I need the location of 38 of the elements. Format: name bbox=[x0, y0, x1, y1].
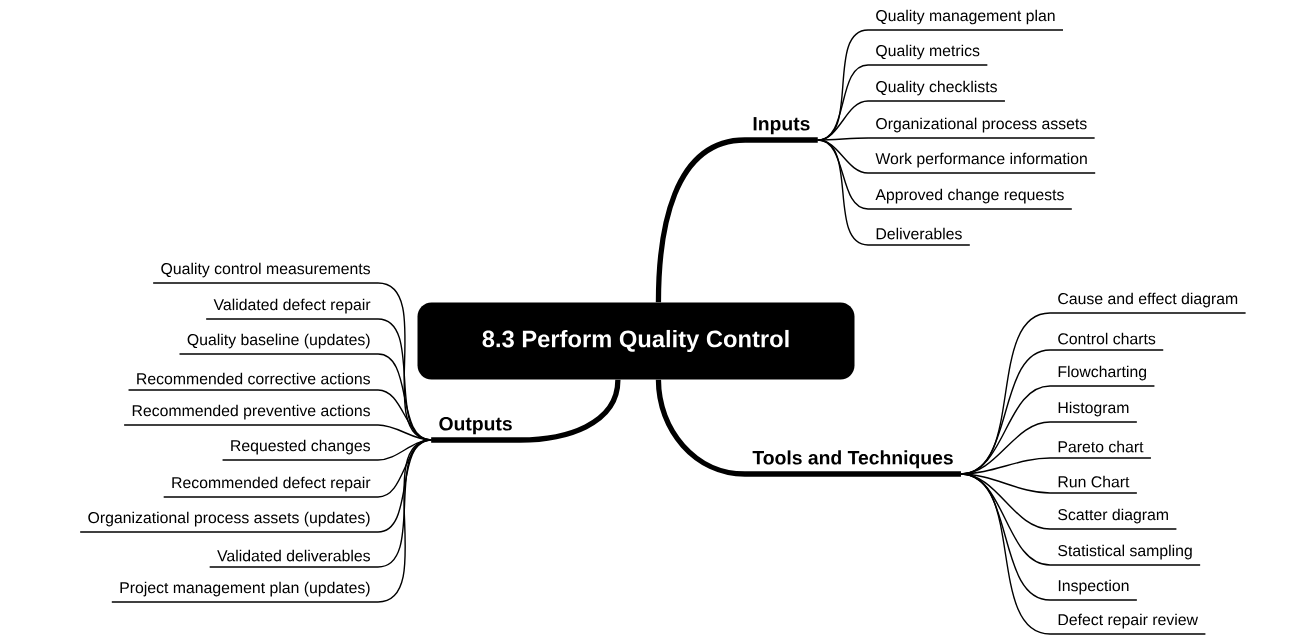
branch-line bbox=[960, 473, 1051, 635]
subtopic-label: Quality metrics bbox=[867, 44, 989, 66]
subtopic-label: Quality baseline (updates) bbox=[178, 333, 379, 355]
branch-line bbox=[817, 139, 869, 246]
subtopic-label: Recommended defect repair bbox=[163, 476, 379, 498]
subtopic-label: Quality management plan bbox=[867, 9, 1064, 31]
subtopic-label: Pareto chart bbox=[1049, 440, 1152, 459]
branch-line bbox=[377, 439, 432, 603]
subtopic-label: Quality control measurements bbox=[152, 262, 379, 284]
subtopic-label: Statistical sampling bbox=[1049, 544, 1201, 566]
subtopic-label: Validated deliverables bbox=[208, 549, 379, 568]
branch-line bbox=[655, 379, 746, 477]
subtopic-label: Histogram bbox=[1049, 401, 1138, 423]
subtopic-label: Control charts bbox=[1049, 332, 1164, 351]
subtopic-label: Scatter diagram bbox=[1049, 508, 1178, 530]
branch-topic: Outputs bbox=[431, 416, 520, 443]
subtopic-label: Defect repair review bbox=[1049, 613, 1207, 635]
subtopic-label: Project management plan (updates) bbox=[111, 581, 379, 603]
subtopic-label: Run Chart bbox=[1049, 475, 1138, 494]
subtopic-label: Recommended preventive actions bbox=[123, 404, 379, 426]
branch-line bbox=[655, 137, 746, 303]
subtopic-label: Flowcharting bbox=[1049, 365, 1156, 387]
subtopic-label: Quality checklists bbox=[867, 80, 1006, 102]
subtopic-label: Validated defect repair bbox=[205, 298, 379, 320]
central-topic-box: 8.3 Perform Quality Control bbox=[417, 302, 855, 380]
subtopic-label: Organizational process assets bbox=[867, 117, 1096, 139]
branch-topic: Inputs bbox=[745, 117, 818, 143]
subtopic-label: Approved change requests bbox=[867, 188, 1073, 210]
subtopic-label: Cause and effect diagram bbox=[1049, 292, 1247, 314]
subtopic-label: Work performance information bbox=[867, 152, 1096, 174]
subtopic-label: Inspection bbox=[1049, 579, 1138, 601]
subtopic-label: Recommended corrective actions bbox=[127, 372, 379, 391]
subtopic-label: Requested changes bbox=[221, 439, 379, 461]
branch-line bbox=[377, 439, 432, 533]
branch-line bbox=[519, 379, 621, 443]
subtopic-label: Deliverables bbox=[867, 227, 971, 246]
subtopic-label: Organizational process assets (updates) bbox=[79, 511, 379, 533]
branch-topic: Tools and Techniques bbox=[745, 450, 961, 477]
